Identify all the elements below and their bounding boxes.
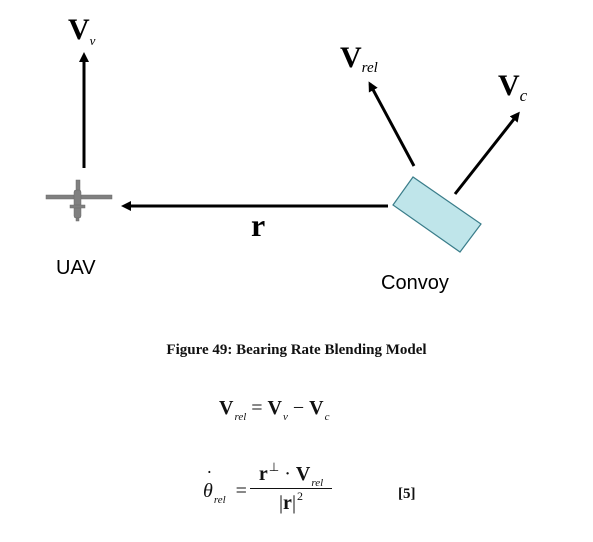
equation-number: [5] xyxy=(398,486,416,502)
vrel-label: Vrel xyxy=(340,41,378,76)
vc-arrow xyxy=(453,111,520,195)
convoy-rectangle xyxy=(392,176,482,253)
uav-label: UAV xyxy=(56,257,96,279)
r-label: r xyxy=(251,207,265,243)
vrel-arrow xyxy=(368,81,416,167)
convoy-label: Convoy xyxy=(381,272,449,294)
fraction-bar xyxy=(250,488,332,489)
bearing-rate-equation-lhs: θrel = xyxy=(203,467,247,506)
uav-icon xyxy=(45,179,113,222)
fraction-denominator: |r|2 xyxy=(279,489,303,514)
relative-velocity-equation: Vrel = Vv − Vc xyxy=(219,397,330,423)
bearing-rate-fraction: r⊥ · Vrel |r|2 xyxy=(250,460,332,515)
fraction-numerator: r⊥ · Vrel xyxy=(258,460,324,489)
figure-caption: Figure 49: Bearing Rate Blending Model xyxy=(166,342,427,358)
vv-label: Vv xyxy=(68,13,96,48)
vc-label: Vc xyxy=(498,69,528,105)
